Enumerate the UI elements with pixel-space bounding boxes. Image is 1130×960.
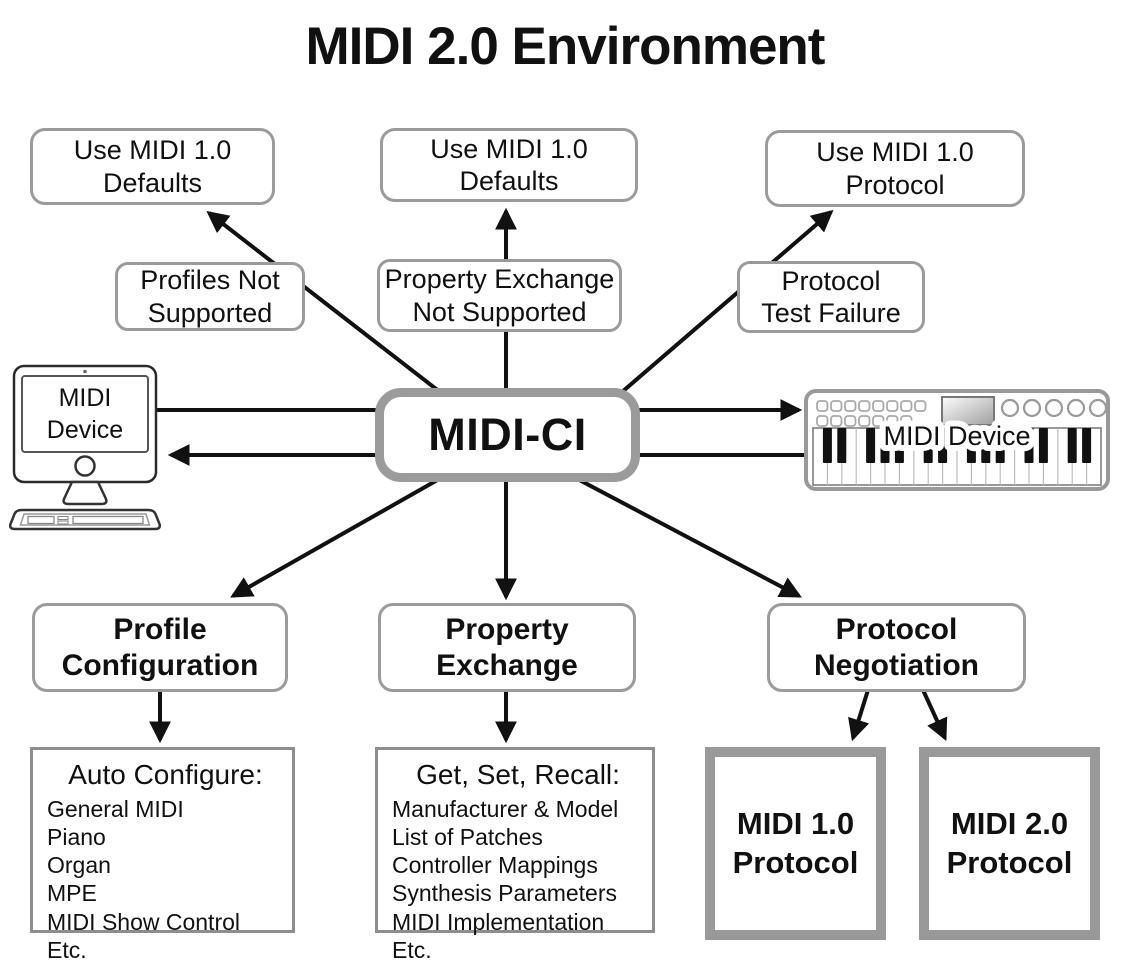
list-header: Get, Set, Recall:: [416, 759, 620, 790]
list-item: General MIDI: [47, 795, 184, 822]
list-item: Etc.: [392, 937, 432, 960]
computer-keyboard-key: [57, 520, 69, 525]
computer-midi-device-illustration: MIDI Device: [8, 364, 162, 531]
page-title: MIDI 2.0 Environment: [305, 17, 826, 76]
node-label-line1: MIDI 2.0: [950, 805, 1069, 841]
arrow-midici-to-protocol-negotiation: [567, 472, 802, 598]
node-label-line1: Property: [445, 612, 569, 646]
node-protocol-test-failure: Protocol Test Failure: [737, 261, 925, 333]
arrow-midici-to-protocol-right: [620, 209, 834, 394]
node-label-line1: Profile: [113, 612, 207, 646]
computer-keyboard-keys-area: [72, 515, 144, 525]
node-label-line2: Protocol: [732, 844, 859, 880]
list-item: MIDI Show Control: [47, 908, 241, 935]
keyboard-display-screen: [941, 396, 995, 426]
computer-stand: [62, 480, 108, 506]
arrow-midici-to-profile-config: [230, 472, 449, 598]
list-header: Auto Configure:: [68, 759, 263, 790]
list-item: Etc.: [47, 937, 87, 960]
keyboard-device-label: MIDI Device: [883, 421, 1030, 451]
node-use-midi10-defaults-left: Use MIDI 1.0 Defaults: [30, 128, 275, 205]
list-item: Manufacturer & Model: [392, 795, 619, 822]
list-item: Controller Mappings: [392, 852, 598, 879]
node-use-midi10-protocol: Use MIDI 1.0 Protocol: [765, 130, 1025, 207]
node-midi-20-protocol: MIDI 2.0 Protocol: [919, 747, 1100, 940]
computer-screen: [21, 375, 149, 453]
computer-keyboard-key: [57, 515, 69, 521]
list-item: MPE: [47, 880, 97, 907]
node-protocol-negotiation: Protocol Negotiation: [767, 603, 1026, 692]
node-profile-configuration: Profile Configuration: [32, 603, 288, 692]
node-property-exchange: Property Exchange: [378, 603, 636, 692]
node-midi-10-protocol: MIDI 1.0 Protocol: [705, 747, 886, 940]
node-label-line2: Defaults: [102, 167, 203, 198]
keyboard-piano-keys: [812, 427, 1102, 486]
node-label: MIDI-CI: [428, 409, 587, 460]
node-label-line1: Protocol: [835, 612, 958, 646]
keyboard-midi-device-illustration: MIDI Device: [804, 389, 1110, 491]
node-label-line1: MIDI 1.0: [736, 805, 855, 841]
list-item: List of Patches: [392, 823, 543, 850]
node-label-line1: Use MIDI 1.0: [816, 137, 974, 168]
node-use-midi10-defaults-center: Use MIDI 1.0 Defaults: [380, 128, 638, 202]
node-property-exchange-not-supported: Property Exchange Not Supported: [377, 259, 622, 332]
node-label-line2: Negotiation: [814, 648, 979, 682]
computer-keyboard-pad: [27, 515, 55, 525]
node-label-line1: Use MIDI 1.0: [430, 133, 588, 164]
node-midi-ci: MIDI-CI: [375, 388, 640, 482]
node-label-line2: Defaults: [459, 166, 559, 196]
computer-device-label-line1: MIDI: [59, 384, 112, 412]
computer-camera-dot: [83, 369, 87, 374]
node-label-line1: Protocol: [781, 265, 881, 296]
node-get-set-recall-list: Get, Set, Recall: Manufacturer & Model L…: [375, 747, 655, 960]
node-label-line1: Property Exchange: [384, 264, 615, 295]
computer-keyboard-inner: [19, 513, 151, 526]
node-label-line2: Not Supported: [412, 296, 587, 327]
arrow-negotiation-to-midi1: [848, 689, 870, 742]
node-label-line2: Test Failure: [761, 298, 901, 328]
node-label-line2: Exchange: [436, 648, 578, 682]
node-auto-configure-list: Auto Configure: General MIDI Piano Organ…: [30, 747, 295, 960]
node-label-line2: Configuration: [61, 648, 259, 682]
node-label-line1: Use MIDI 1.0: [73, 135, 232, 166]
node-label-line2: Supported: [147, 297, 273, 328]
list-item: MIDI Implementation: [392, 908, 605, 935]
computer-device-label-line2: Device: [47, 416, 123, 444]
list-item: Piano: [47, 823, 106, 850]
node-profiles-not-supported: Profiles Not Supported: [115, 262, 305, 331]
keyboard-pads: [816, 400, 927, 427]
computer-keyboard: [8, 508, 162, 531]
keyboard-knobs: [1000, 398, 1108, 418]
list-item: Synthesis Parameters: [392, 880, 617, 907]
computer-chin-button: [74, 455, 96, 477]
arrow-negotiation-to-midi2: [921, 689, 948, 741]
arrow-midici-to-defaults-left: [206, 210, 442, 394]
list-item: Organ: [47, 852, 111, 879]
node-label-line1: Profiles Not: [140, 265, 280, 296]
node-label-line2: Protocol: [946, 844, 1073, 880]
node-label-line2: Protocol: [845, 169, 945, 200]
